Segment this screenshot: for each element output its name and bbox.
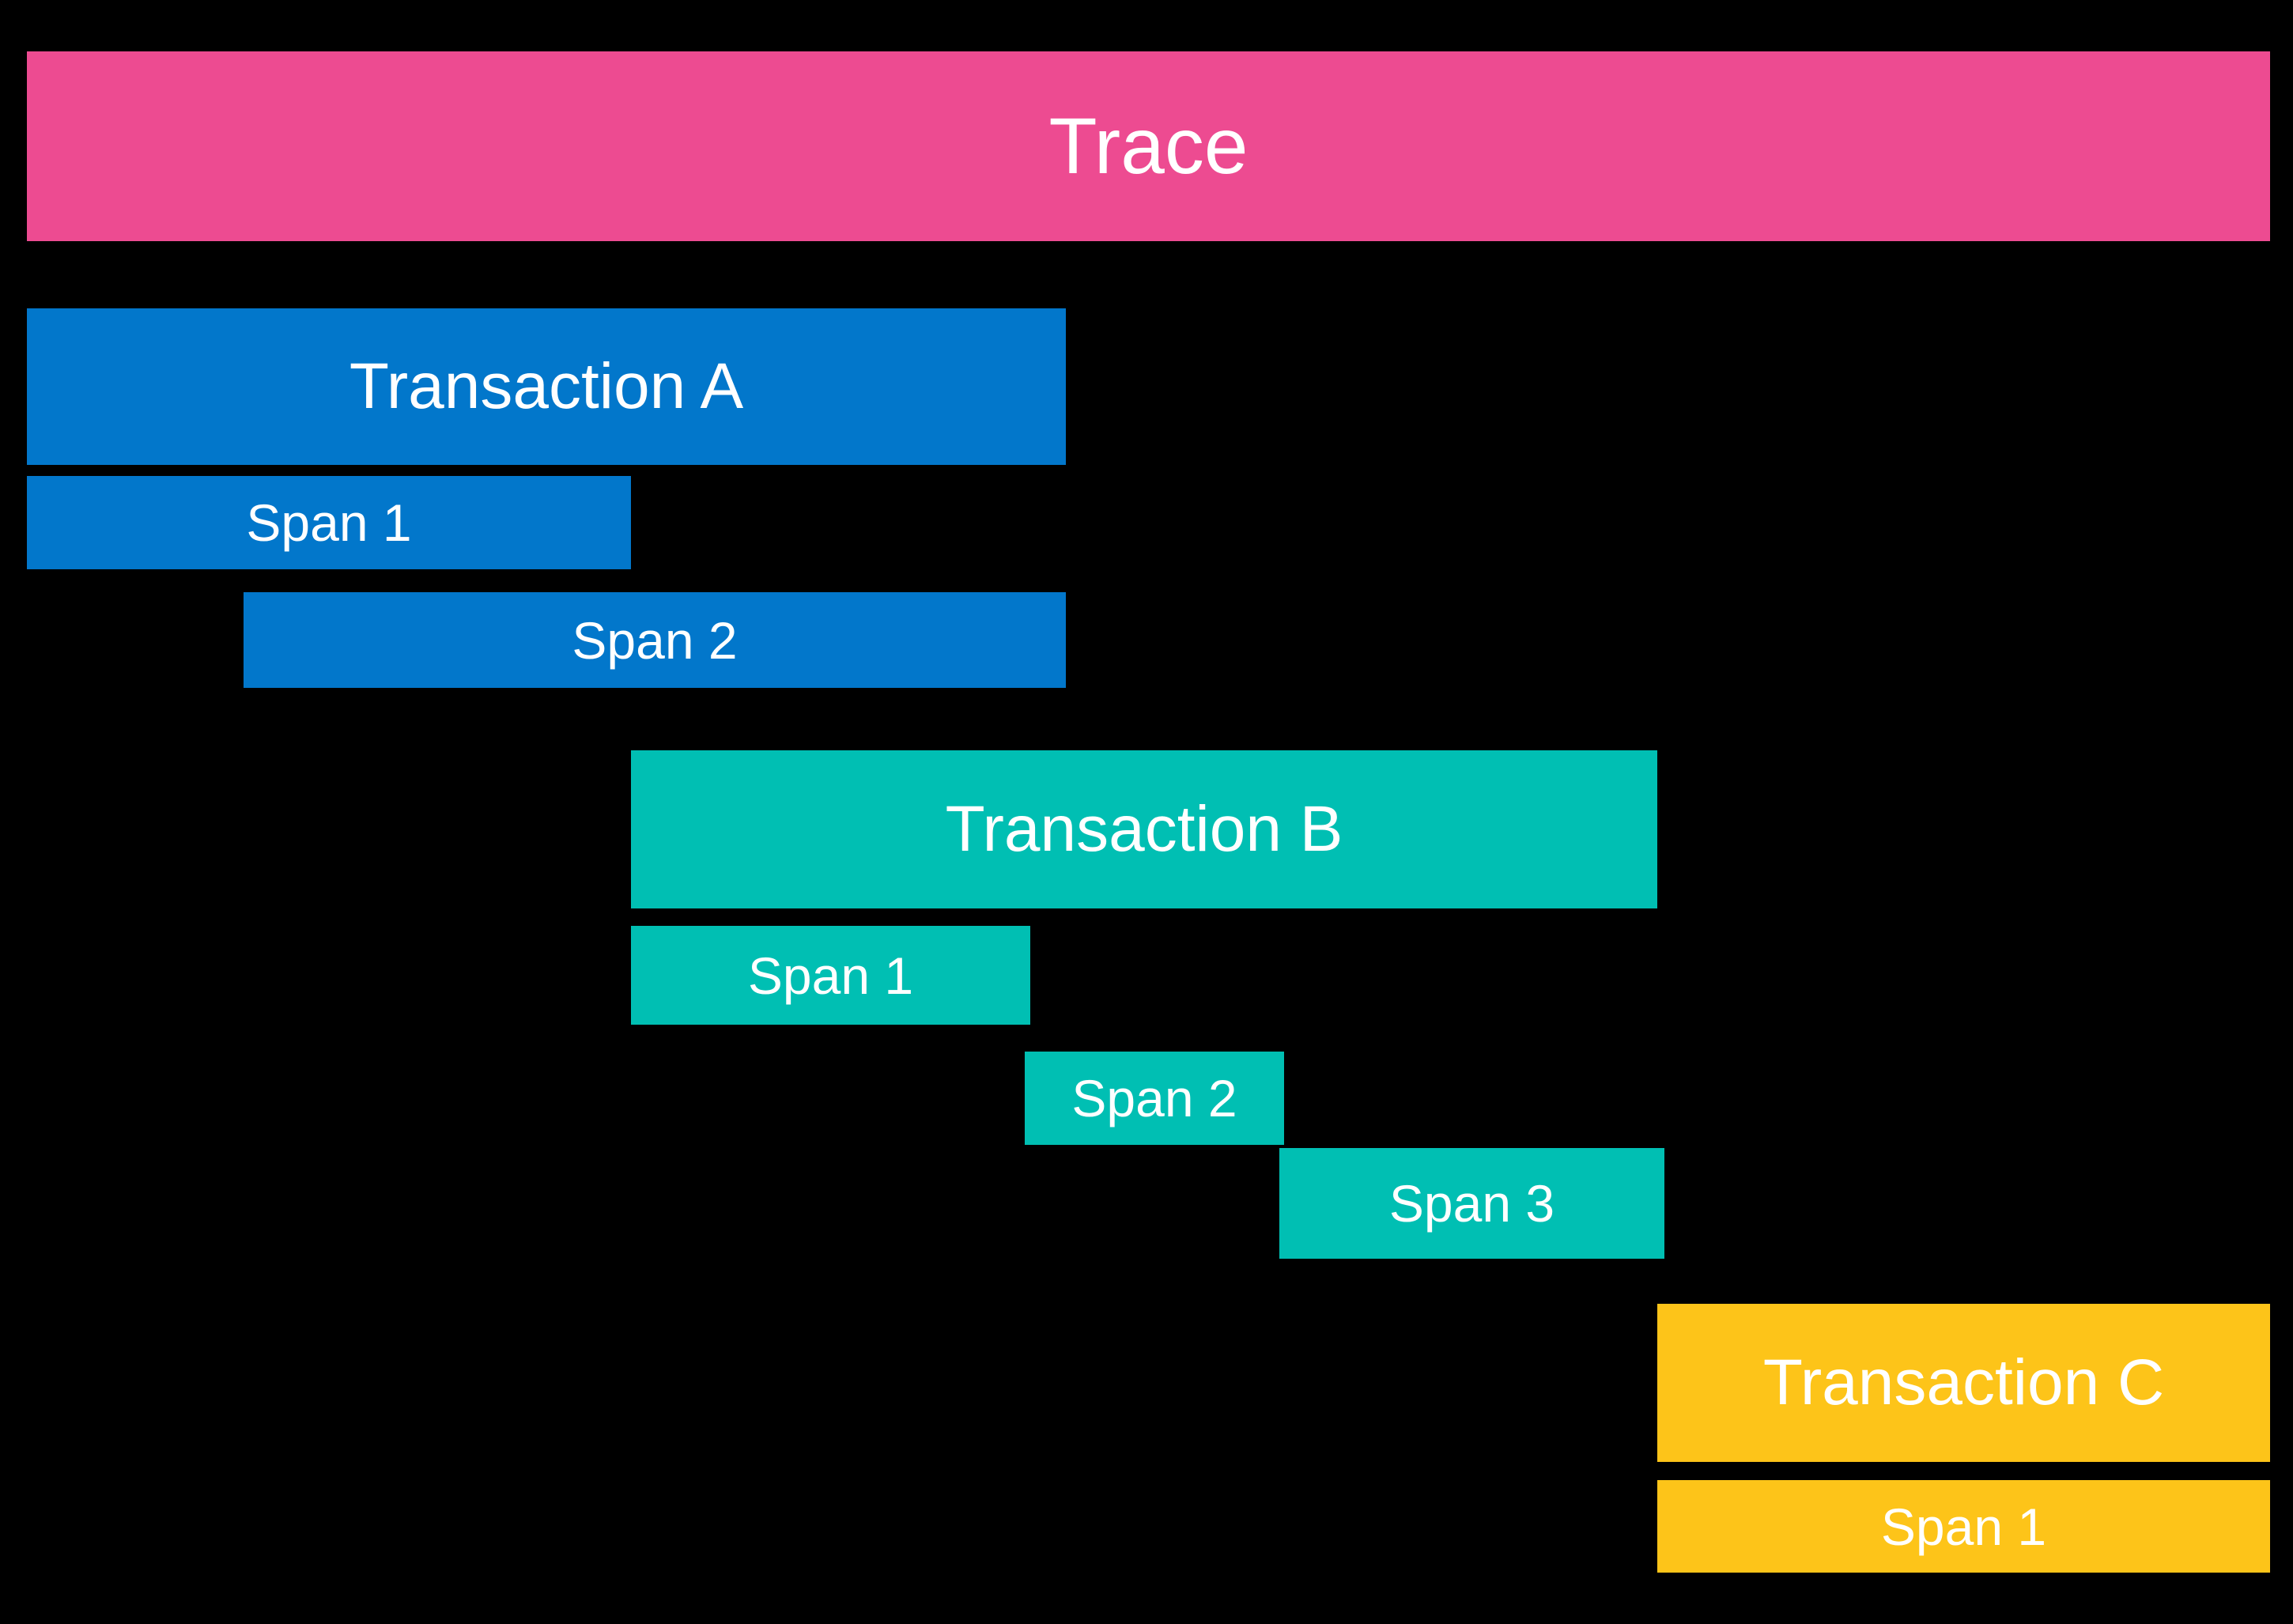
transaction-c-bar[interactable]: Transaction C [1657,1304,2270,1462]
trace-bar[interactable]: Trace [27,51,2270,241]
transaction-a-bar[interactable]: Transaction A [27,308,1066,465]
transaction-a-span-2-label: Span 2 [572,610,738,670]
transaction-c-span-1-label: Span 1 [1880,1497,2047,1556]
transaction-b-bar[interactable]: Transaction B [631,750,1657,908]
transaction-b-span-3-label: Span 3 [1388,1174,1555,1233]
transaction-b-span-3-bar[interactable]: Span 3 [1279,1148,1664,1259]
transaction-b-span-2-label: Span 2 [1071,1069,1237,1127]
transaction-a-bar-label: Transaction A [349,350,744,422]
transaction-b-span-1-label: Span 1 [747,946,914,1005]
transaction-a-span-1-label: Span 1 [246,493,412,552]
transaction-a-span-2-bar[interactable]: Span 2 [244,592,1066,688]
transaction-c-bar-label: Transaction C [1762,1346,2165,1418]
transaction-c-span-1-bar[interactable]: Span 1 [1657,1480,2270,1573]
transaction-b-span-1-bar[interactable]: Span 1 [631,926,1030,1025]
transaction-b-span-2-bar[interactable]: Span 2 [1025,1052,1284,1145]
trace-bar-label: Trace [1048,102,1248,191]
transaction-b-bar-label: Transaction B [945,793,1343,865]
transaction-a-span-1-bar[interactable]: Span 1 [27,476,631,569]
